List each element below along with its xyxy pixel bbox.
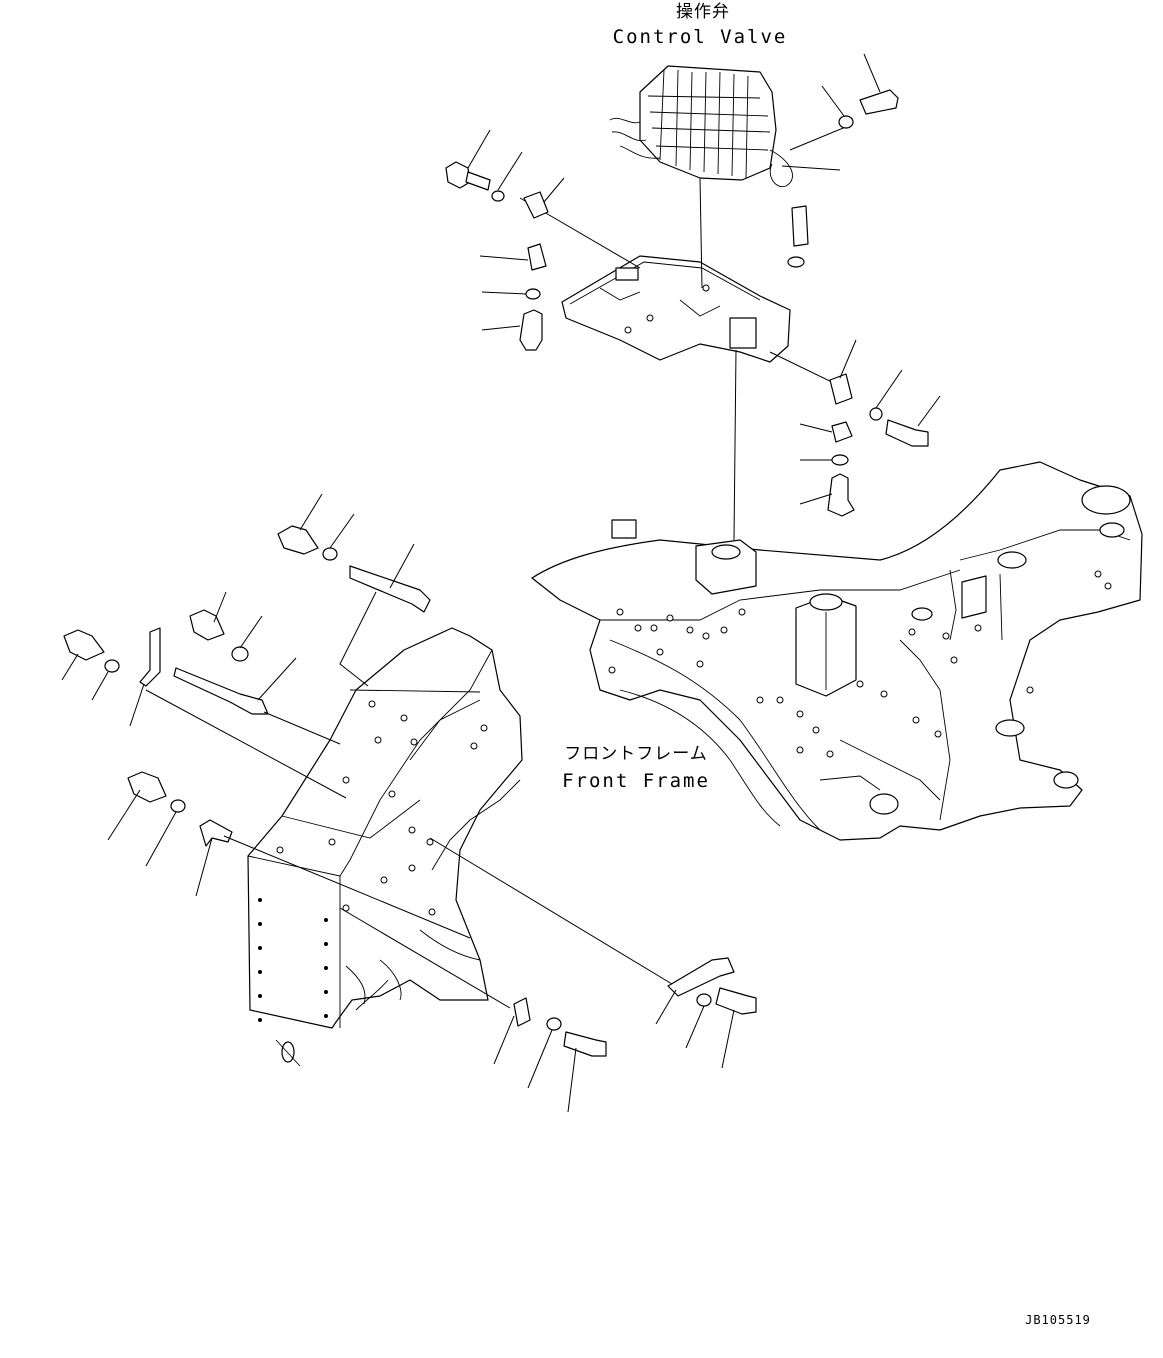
strap-bracket-upper	[277, 493, 431, 687]
valve-mount-plate	[561, 255, 791, 363]
front-frame-label-en: Front Frame	[562, 770, 710, 792]
control-valve-label-en: Control Valve	[612, 26, 788, 48]
bolt-set-top-left	[445, 129, 565, 351]
bolt-set-top-right	[787, 53, 899, 268]
left-frame-section	[247, 627, 523, 1067]
bracket-group-lower	[107, 771, 471, 939]
front-frame-label-jp: フロントフレーム	[564, 744, 708, 764]
front-frame-bolt-holes	[608, 570, 1112, 758]
drawing-id: JB105519	[1025, 1313, 1091, 1327]
bolt-set-right	[799, 339, 941, 517]
left-frame-bolt-holes	[258, 700, 488, 1022]
control-valve-label-jp: 操作弁	[676, 2, 730, 22]
front-frame	[531, 461, 1143, 841]
bracket-group-bottom	[339, 837, 757, 1113]
control-valve	[609, 65, 841, 188]
bracket-group-middle	[61, 591, 347, 799]
